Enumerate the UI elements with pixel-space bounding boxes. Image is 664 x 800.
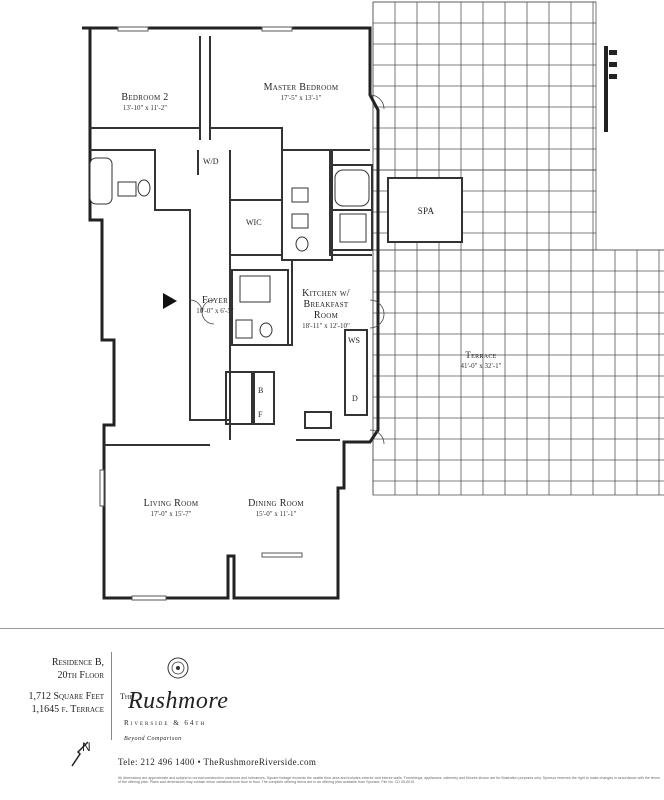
room-kitchen: Kitchen w/ Breakfast Room 18'-11" x 12'-… <box>288 288 364 332</box>
terrace-grid <box>372 1 664 496</box>
label-f: F <box>258 410 263 419</box>
room-spa: SPA <box>396 206 456 217</box>
room-name: Foyer <box>201 295 229 306</box>
north-label: N <box>82 740 91 754</box>
disclaimer-text: All dimensions are approximate and subje… <box>118 776 660 785</box>
scale-bar <box>604 46 617 132</box>
room-dim: 13'-10" x 11'-2" <box>122 104 168 112</box>
north-arrow-icon <box>71 741 89 767</box>
spa-tub <box>387 177 463 243</box>
room-dim: 17'-5" x 13'-1" <box>280 94 322 102</box>
residence-floor: 20th Floor <box>57 670 104 681</box>
room-name: Bedroom 2 <box>121 92 169 103</box>
room-dining: Dining Room 15'-0" x 11'-1" <box>226 498 326 520</box>
residence-info: Residence B, 20th Floor 1,712 Square Fee… <box>6 656 104 716</box>
brand-name: Rushmore <box>128 688 229 714</box>
room-name: Living Room <box>143 498 199 509</box>
rushmore-crest-icon <box>167 657 189 679</box>
label-wic: WIC <box>246 218 262 227</box>
room-name: Breakfast <box>303 299 349 310</box>
brand-subtitle: Riverside & 64th <box>124 719 207 727</box>
room-dim: 41'-0" x 32'-1" <box>460 362 502 370</box>
interior-walls <box>90 36 373 446</box>
residence-sqft: 1,712 Square Feet <box>28 691 104 702</box>
floor-plan <box>82 1 664 601</box>
windows <box>99 26 303 601</box>
exterior-walls <box>82 26 380 600</box>
room-name: Kitchen w/ <box>302 288 350 299</box>
room-name: SPA <box>417 206 435 216</box>
door-swings <box>189 94 385 445</box>
brand-tagline: Beyond Comparison <box>124 736 182 742</box>
entry-arrow-icon <box>163 293 177 309</box>
brand-the: The <box>120 692 133 701</box>
room-master-bedroom: Master Bedroom 17'-5" x 13'-1" <box>236 82 366 104</box>
room-name: Room <box>313 310 339 321</box>
room-dim: 15'-0" x 11'-1" <box>255 510 297 518</box>
label-b: B <box>258 386 264 395</box>
label-d: D <box>352 394 358 403</box>
label-wd: W/D <box>203 157 219 166</box>
bath-fixtures <box>89 157 370 339</box>
residence-terrace: 1,1645 f. Terrace <box>31 704 104 715</box>
room-name: Master Bedroom <box>263 82 339 93</box>
room-living: Living Room 17'-0" x 15'-7" <box>126 498 216 520</box>
room-name: Dining Room <box>248 498 304 509</box>
room-dim: 17'-0" x 15'-7" <box>150 510 192 518</box>
contact-info: Tele: 212 496 1400 • TheRushmoreRiversid… <box>118 757 317 767</box>
room-dim: 10'-0" x 6'-5" <box>196 307 234 315</box>
label-ws: WS <box>348 336 360 345</box>
room-name: Terrace <box>465 350 497 360</box>
room-foyer: Foyer 10'-0" x 6'-5" <box>190 295 240 317</box>
room-terrace: Terrace 41'-0" x 32'-1" <box>436 350 526 372</box>
room-bedroom-2: Bedroom 2 13'-10" x 11'-2" <box>100 92 190 114</box>
residence-name: Residence B, <box>51 657 104 668</box>
room-dim: 18'-11" x 12'-10" <box>302 322 350 330</box>
footer-divider <box>0 628 664 629</box>
info-divider <box>111 652 112 740</box>
